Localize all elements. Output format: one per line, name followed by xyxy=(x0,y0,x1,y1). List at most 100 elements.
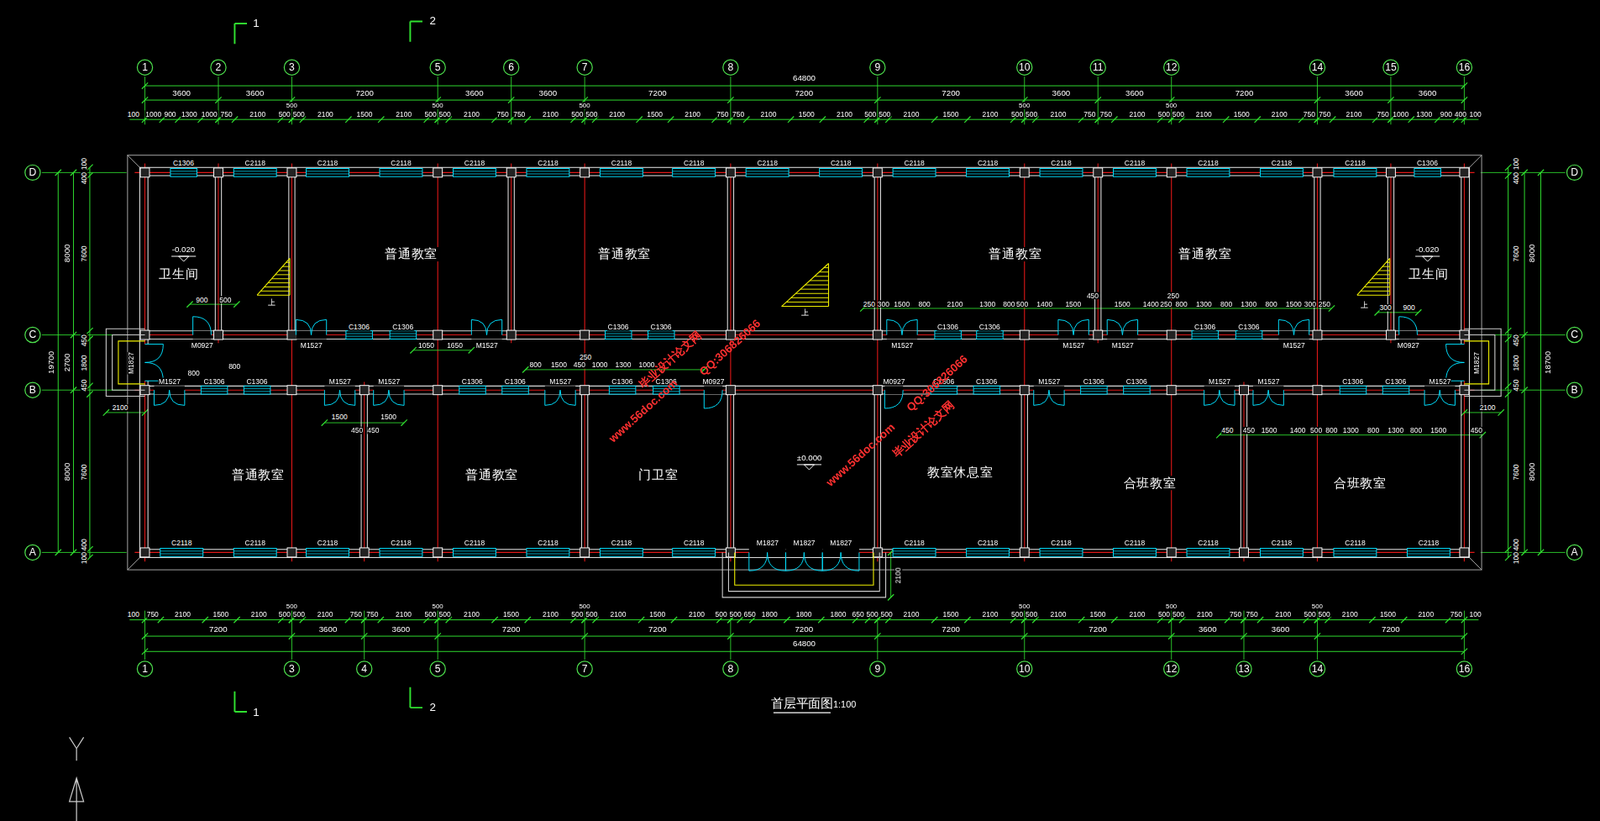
detail-dimension: 1000 xyxy=(200,110,218,118)
dimension: 1500 xyxy=(1260,425,1278,434)
window xyxy=(233,168,277,178)
window xyxy=(892,548,936,557)
dimension: 450 xyxy=(1085,291,1099,300)
dimension-tick xyxy=(852,616,859,623)
axis-number: D xyxy=(28,167,37,178)
window xyxy=(379,548,423,557)
axis-bubble: 10 xyxy=(1016,58,1033,75)
detail-dimension: 750 xyxy=(349,609,362,618)
watermark: www.56doc.com xyxy=(823,419,897,488)
dimension-tick xyxy=(1498,409,1505,415)
porch-step xyxy=(105,328,145,396)
axis-bubble: 5 xyxy=(429,660,446,677)
dimension-line xyxy=(1377,311,1419,313)
window-glass xyxy=(502,390,530,392)
window-glass xyxy=(819,173,863,174)
dimension-tick xyxy=(321,419,328,425)
dimension-tick xyxy=(727,96,734,103)
detail-dimension: 750 xyxy=(1099,110,1113,118)
dimension-tick xyxy=(1387,116,1394,123)
door-swing xyxy=(1278,319,1294,335)
detail-dimension: 2100 xyxy=(462,110,480,118)
detail-dimension: 750 xyxy=(513,110,526,118)
axis-bubble: 8 xyxy=(722,660,739,677)
window xyxy=(1406,548,1450,557)
axis-bubble: 7 xyxy=(576,58,593,75)
opening-tag: C1306 xyxy=(978,323,1001,331)
door-swing xyxy=(786,551,805,571)
dimension: 900 xyxy=(1402,304,1416,312)
window-glass xyxy=(1235,335,1263,337)
partition-wall xyxy=(733,393,735,550)
dimension: 500 xyxy=(1311,603,1323,610)
dimension-tick xyxy=(186,300,193,307)
dimension-tick xyxy=(1111,116,1118,123)
opening-tag: M1527 xyxy=(1282,340,1306,349)
extension-line xyxy=(1243,610,1244,660)
grid-axis xyxy=(1023,162,1025,562)
window-glass xyxy=(1186,552,1230,554)
detail-dimension: 500 xyxy=(880,609,893,618)
dimension-tick xyxy=(1505,554,1511,561)
axis-number: A xyxy=(1571,546,1579,557)
dimension-tick xyxy=(278,116,284,123)
dimension: 500 xyxy=(578,102,591,110)
dimension-tick xyxy=(233,616,240,623)
axis-dimension: 3600 xyxy=(1197,625,1218,635)
dimension: 1650 xyxy=(446,340,464,349)
room-label-box: 普通教室 xyxy=(594,246,654,262)
detail-dimension: 7600 xyxy=(79,462,88,480)
axis-dimension: 8000 xyxy=(62,243,72,263)
dimension-tick xyxy=(215,116,221,123)
door-swing xyxy=(340,389,356,405)
window-glass xyxy=(526,550,570,551)
column xyxy=(580,330,590,340)
axis-number: 16 xyxy=(1458,663,1471,674)
door-swing xyxy=(1253,389,1269,405)
column xyxy=(1166,385,1176,395)
window-glass xyxy=(452,550,496,551)
axis-number: C xyxy=(1570,329,1579,340)
dimension-tick xyxy=(86,335,93,342)
axis-bubble: D xyxy=(1566,164,1583,181)
dimension-tick xyxy=(592,116,599,123)
dimension-tick xyxy=(103,409,110,415)
dimension-tick xyxy=(1505,327,1511,334)
dimension: 250 xyxy=(1166,291,1180,300)
dimension: 800 xyxy=(1219,299,1233,308)
axis-number: 2 xyxy=(215,62,222,73)
opening-tag: C2118 xyxy=(756,158,779,167)
dimension-tick xyxy=(887,593,894,600)
door-swing xyxy=(1058,319,1074,335)
door-swing xyxy=(1446,344,1465,363)
dimension-tick xyxy=(1021,616,1028,623)
window-glass xyxy=(233,173,277,174)
window-glass xyxy=(1039,550,1083,551)
window-glass xyxy=(1259,173,1303,174)
dimension-tick xyxy=(361,616,368,623)
door-swing xyxy=(1439,389,1455,405)
room-label-box: 教室休息室 xyxy=(923,465,997,481)
opening-tag: C2118 xyxy=(1123,158,1146,167)
window-glass xyxy=(1339,388,1367,389)
detail-dimension: 2100 xyxy=(902,110,920,118)
stair xyxy=(1389,257,1391,295)
section-number: 2 xyxy=(429,15,437,27)
detail-dimension: 1300 xyxy=(180,110,198,118)
porch-step xyxy=(1463,328,1501,396)
dimension-tick xyxy=(727,616,734,623)
detail-dimension: 2100 xyxy=(902,609,920,618)
opening-tag: M1527 xyxy=(1038,377,1061,385)
column xyxy=(506,330,516,340)
dimension-tick xyxy=(737,616,744,623)
dimension-tick xyxy=(1095,96,1102,103)
door-swing xyxy=(822,551,841,571)
dimension: 800 xyxy=(1325,425,1338,434)
detail-dimension: 100 xyxy=(1511,550,1520,564)
detail-dimension: 7600 xyxy=(1511,244,1520,262)
dimension-tick xyxy=(159,116,166,123)
stair-tread xyxy=(1371,278,1391,279)
stair-tread xyxy=(1363,286,1390,288)
window-glass xyxy=(233,550,277,551)
opening-tag: C2118 xyxy=(829,158,852,167)
